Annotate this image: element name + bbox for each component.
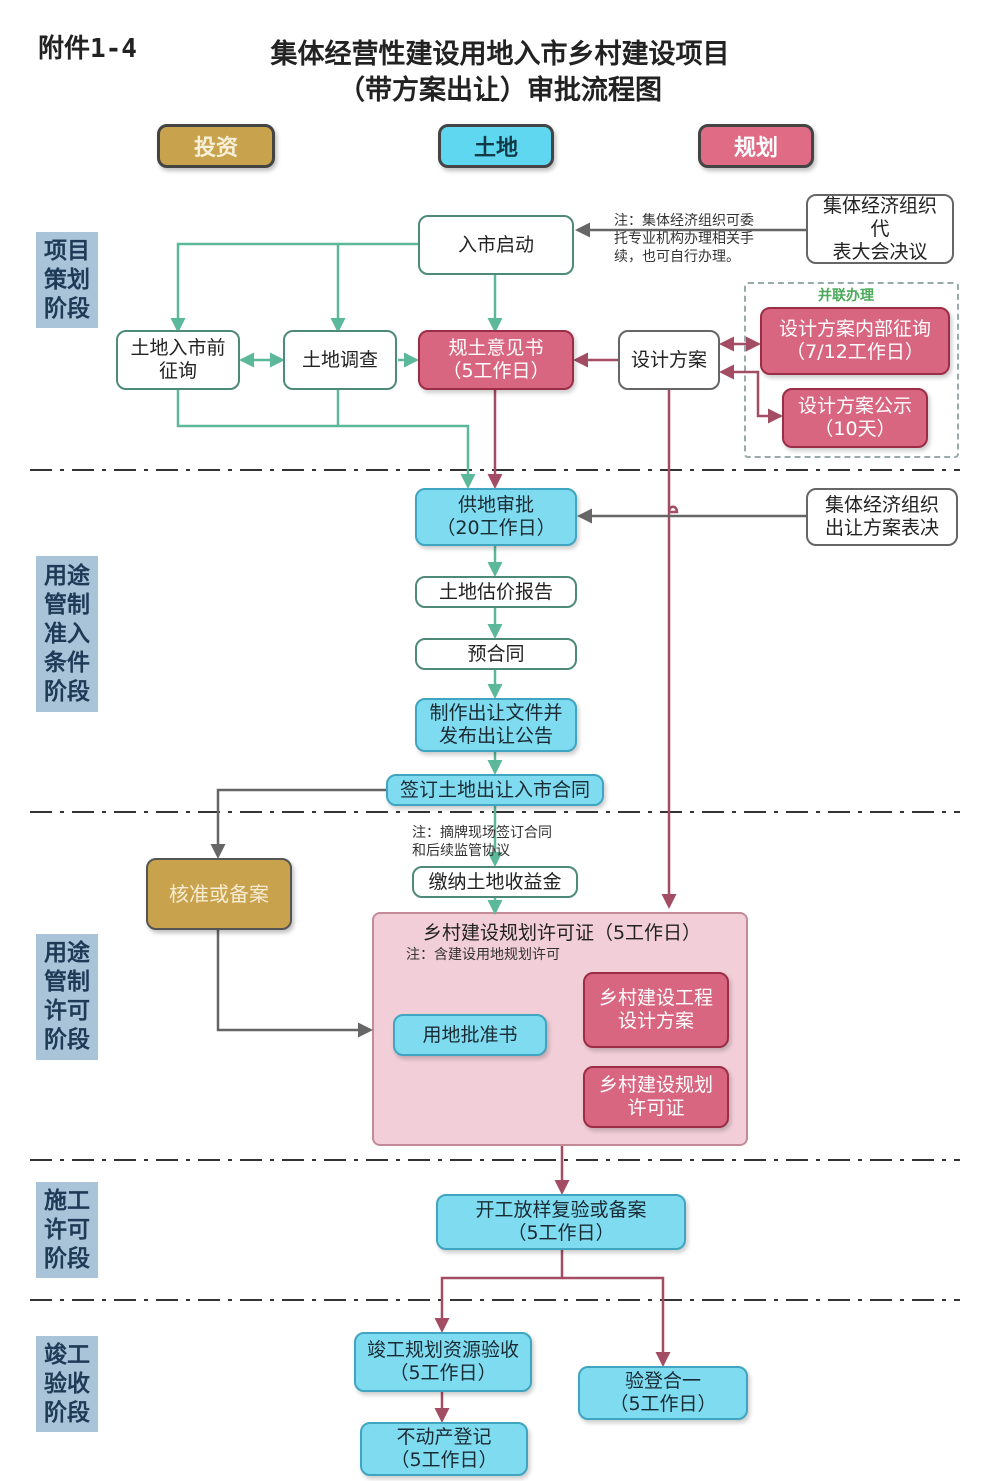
node-completion-acceptance: 竣工规划资源验收 （5工作日）: [354, 1332, 532, 1392]
lane-invest: 投资: [157, 124, 275, 168]
permit-group-title: 乡村建设规划许可证（5工作日）: [422, 922, 702, 944]
node-text-line: 发布出让公告: [438, 725, 553, 747]
node-text-line: （5工作日）: [390, 1449, 498, 1471]
node-land-survey: 土地调查: [283, 330, 397, 390]
parallel-processing-label: 并联办理: [818, 288, 874, 304]
attachment-id: 附件1-4: [38, 34, 137, 64]
node-land-approval-certificate: 用地批准书: [393, 1014, 547, 1056]
lane-land: 土地: [438, 124, 554, 168]
stage-label-line: 阶段: [44, 1399, 90, 1426]
node-text-line: 征询: [158, 360, 197, 382]
stage-construction: 施工 许可 阶段: [36, 1182, 98, 1278]
node-text-line: （20工作日）: [436, 517, 556, 539]
node-pre-entry-consultation: 土地入市前 征询: [116, 330, 240, 390]
stage-label-line: 条件: [44, 649, 90, 676]
stage-label-line: 阶段: [44, 295, 90, 322]
node-text-line: 制作出让文件并: [429, 702, 563, 724]
note-line: 注：集体经济组织可委: [614, 213, 754, 229]
stage-project-planning: 项目 策划 阶段: [36, 232, 98, 328]
lane-plan: 规划: [698, 124, 814, 168]
node-sign-transfer-contract: 签订土地出让入市合同: [386, 774, 604, 806]
stage-label-line: 准入: [44, 620, 90, 647]
stage-label-line: 阶段: [44, 1027, 90, 1053]
node-approval-or-filing: 核准或备案: [146, 858, 292, 930]
node-text-line: 乡村建设工程: [598, 987, 713, 1009]
node-assembly-resolution: 集体经济组织代 表大会决议: [806, 194, 954, 264]
node-text-line: 验登合一: [624, 1370, 701, 1392]
node-real-estate-registration: 不动产登记 （5工作日）: [360, 1422, 528, 1476]
page-title: 集体经营性建设用地入市乡村建设项目: [270, 39, 730, 70]
node-design-publicity: 设计方案公示 （10天）: [782, 388, 928, 448]
node-text-line: （10天）: [814, 418, 896, 440]
node-text-line: 出让方案表决: [824, 517, 939, 539]
node-transfer-announcement: 制作出让文件并 发布出让公告: [415, 698, 577, 752]
node-rural-construction-design: 乡村建设工程 设计方案: [583, 972, 729, 1048]
node-joint-inspection-registration: 验登合一 （5工作日）: [578, 1366, 748, 1420]
stage-admission: 用途 管制 准入 条件 阶段: [36, 556, 98, 712]
note-entrust-agency: 注：集体经济组织可委 托专业机构办理相关手 续，也可自行办理。: [614, 212, 806, 266]
stage-label-line: 阶段: [44, 678, 90, 705]
node-text-line: 设计方案公示: [797, 395, 912, 417]
page-subtitle: （带方案出让）审批流程图: [338, 75, 662, 106]
node-pre-contract: 预合同: [415, 638, 577, 670]
note-sign-on-site: 注：摘牌现场签订合同 和后续监管协议: [412, 824, 602, 860]
node-text-line: （5工作日）: [389, 1362, 497, 1384]
node-text-line: 表大会决议: [832, 240, 928, 263]
node-text-line: 不动产登记: [396, 1426, 492, 1448]
node-text-line: 设计方案内部征询: [778, 318, 931, 340]
node-design-plan: 设计方案: [618, 330, 720, 390]
node-transfer-plan-vote: 集体经济组织 出让方案表决: [806, 488, 958, 546]
stage-label-line: 验收: [44, 1370, 90, 1397]
stage-label-line: 许可: [44, 1216, 90, 1243]
node-text-line: （5工作日）: [442, 360, 550, 382]
stage-permit: 用途 管制 许可 阶段: [36, 934, 98, 1060]
stage-label-line: 施工: [44, 1187, 90, 1214]
node-text-line: 土地入市前: [130, 337, 226, 359]
note-line: 续，也可自行办理。: [614, 249, 740, 265]
node-market-entry-start: 入市启动: [418, 215, 574, 275]
node-planning-opinion: 规土意见书 （5工作日）: [418, 330, 574, 390]
node-text-line: 乡村建设规划: [598, 1074, 713, 1096]
stage-label-line: 策划: [44, 266, 90, 293]
node-start-work-recheck: 开工放样复验或备案 （5工作日）: [436, 1194, 686, 1250]
node-text-line: （5工作日）: [609, 1393, 717, 1415]
stage-label-line: 用途: [44, 562, 90, 589]
stage-label-line: 许可: [44, 998, 90, 1024]
stage-label-line: 管制: [44, 969, 90, 995]
note-line: 注：摘牌现场签订合同: [412, 825, 552, 841]
node-land-valuation-report: 土地估价报告: [415, 576, 577, 608]
node-pay-land-revenue: 缴纳土地收益金: [412, 866, 578, 898]
stage-label-line: 管制: [44, 591, 90, 618]
node-text-line: 竣工规划资源验收: [366, 1339, 519, 1361]
node-text-line: 集体经济组织代: [822, 194, 937, 240]
node-rural-planning-permit: 乡村建设规划 许可证: [583, 1066, 729, 1128]
permit-group-note: 注：含建设用地规划许可: [406, 947, 560, 963]
node-text-line: 开工放样复验或备案: [475, 1199, 647, 1221]
node-text-line: 集体经济组织: [824, 494, 939, 516]
node-text-line: 许可证: [627, 1097, 685, 1119]
node-text-line: 供地审批: [457, 494, 534, 516]
stage-label-line: 竣工: [44, 1341, 90, 1368]
stage-label-line: 用途: [44, 940, 90, 966]
note-line: 托专业机构办理相关手: [614, 231, 754, 247]
node-text-line: 规土意见书: [448, 337, 544, 359]
node-design-internal-consultation: 设计方案内部征询 （7/12工作日）: [760, 307, 950, 375]
note-line: 和后续监管协议: [412, 843, 510, 859]
node-text-line: （5工作日）: [507, 1222, 615, 1244]
node-text-line: （7/12工作日）: [786, 341, 924, 363]
node-land-supply-approval: 供地审批 （20工作日）: [415, 488, 577, 546]
node-text-line: 设计方案: [617, 1010, 694, 1032]
stage-label-line: 阶段: [44, 1245, 90, 1272]
stage-acceptance: 竣工 验收 阶段: [36, 1336, 98, 1432]
stage-label-line: 项目: [44, 237, 90, 264]
